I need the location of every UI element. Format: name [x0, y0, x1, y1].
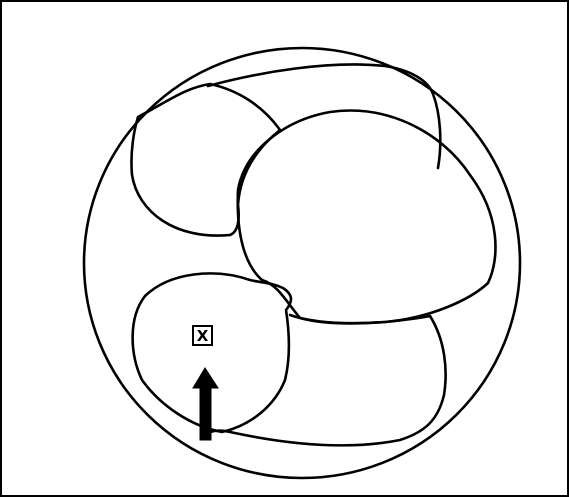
boxed-x-marker-icon: X [193, 326, 212, 345]
marker-label: X [197, 327, 209, 345]
